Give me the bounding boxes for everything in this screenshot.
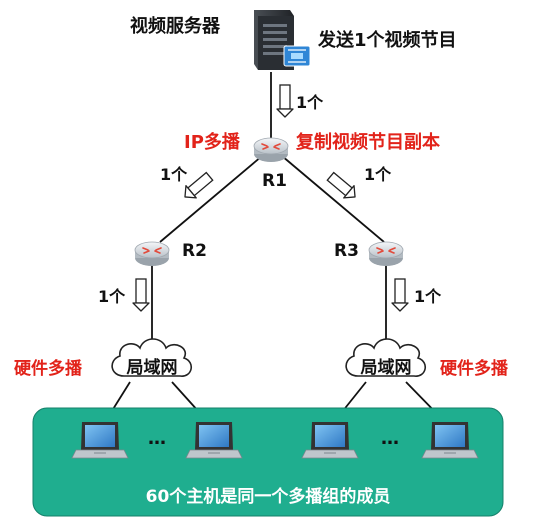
film-icon — [283, 45, 311, 67]
send-one-program-label: 发送1个视频节目 — [317, 29, 457, 51]
router-r3-label: R3 — [334, 241, 359, 261]
router-r1-icon — [253, 137, 289, 163]
ip-multicast-label: IP多播 — [184, 131, 241, 153]
video-server-icon — [254, 10, 311, 70]
packet-icon — [276, 84, 294, 118]
link-r1-r2 — [159, 155, 263, 243]
links — [104, 72, 446, 423]
packet-icon — [391, 278, 409, 312]
hardware-multicast-left-label: 硬件多播 — [14, 358, 83, 379]
router-r3-icon — [368, 241, 404, 267]
link-r1-r3 — [281, 155, 385, 243]
packet-icon — [132, 278, 150, 312]
lan-right-label: 局域网 — [361, 357, 412, 378]
packet-count-label: 1个 — [296, 93, 324, 112]
router-r1-label: R1 — [262, 171, 287, 191]
packet-count-label: 1个 — [98, 287, 126, 306]
video-server-label: 视频服务器 — [130, 15, 221, 37]
copy-program-label: 复制视频节目副本 — [295, 131, 440, 153]
hardware-multicast-right-label: 硬件多播 — [440, 358, 509, 379]
multicast-group-area: 60个主机是同一个多播组的成员 — [32, 407, 504, 517]
packet-count-label: 1个 — [364, 165, 392, 184]
lan-left-label: 局域网 — [127, 357, 178, 378]
packet-count-label: 1个 — [414, 287, 442, 306]
ellipsis-right: … — [381, 428, 399, 449]
router-r2-icon — [134, 241, 170, 267]
router-r2-label: R2 — [182, 241, 207, 261]
ellipsis-left: … — [148, 428, 166, 449]
group-members-label: 60个主机是同一个多播组的成员 — [146, 486, 391, 507]
packet-count-label: 1个 — [160, 165, 188, 184]
